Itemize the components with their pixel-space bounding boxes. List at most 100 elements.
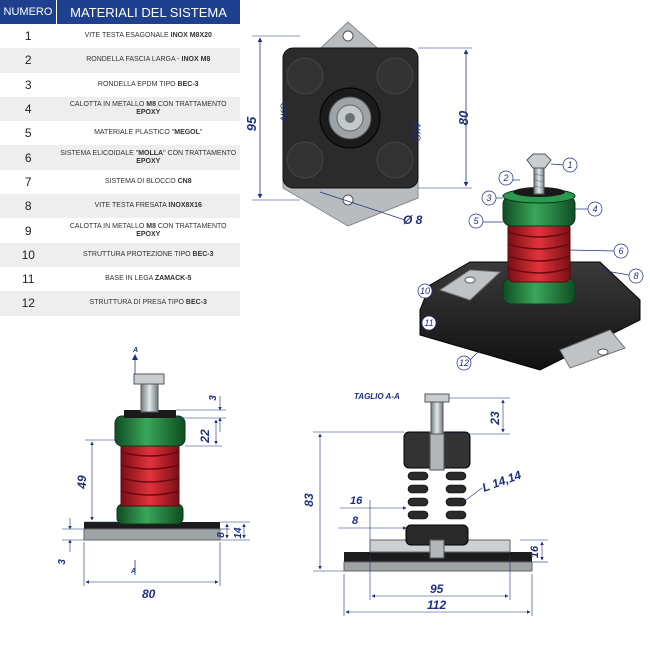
row-description: SISTEMA ELICOIDALE "MOLLA" CON TRATTAMEN… — [56, 145, 240, 170]
dim-width-80: 80 — [142, 587, 156, 601]
desc-bold: BEC-3 — [177, 80, 199, 88]
table-row: 12 STRUTTURA DI PRESA TIPO BEC-3 — [0, 291, 240, 316]
dim-total-83: 83 — [302, 493, 316, 507]
section-view: TAGLIO A-A — [302, 392, 548, 616]
top-view: AKO AKO 95 80 Ø 8 — [244, 21, 472, 227]
desc-bold: M8 — [146, 101, 156, 109]
row-description: STRUTTURA PROTEZIONE TIPO BEC-3 — [56, 242, 240, 267]
table-row: 1 VITE TESTA ESAGONALE INOX M8X20 — [0, 24, 240, 48]
section-mark-top: A — [132, 347, 138, 354]
desc-bold: INOX M8 — [181, 56, 211, 64]
row-description: VITE TESTA FRESATA INOX8X16 — [56, 194, 240, 219]
desc-tail: CON TRATTAMENTO — [155, 101, 227, 109]
row-number: 7 — [24, 174, 32, 189]
desc-line2: EPOXY — [136, 109, 161, 117]
desc-text: RONDELLA EPDM TIPO — [97, 80, 178, 88]
callout-6: 6 — [618, 246, 623, 256]
desc-bold: MEGOL — [174, 129, 200, 137]
section-mark-bottom: A — [130, 568, 136, 575]
callout-12: 12 — [459, 358, 469, 368]
row-description: RONDELLA EPDM TIPO BEC-3 — [57, 73, 241, 97]
header-number: NUMERO — [0, 0, 57, 24]
dim-base-left-3: 3 — [57, 559, 68, 565]
callout-1: 1 — [567, 160, 572, 170]
row-number: 8 — [0, 194, 57, 219]
row-number: 12 — [0, 291, 57, 316]
row-number: 10 — [0, 242, 57, 267]
table-header-row: NUMERO MATERIALI DEL SISTEMA — [0, 0, 240, 24]
section-title: TAGLIO A-A — [354, 392, 400, 401]
row-description: MATERIALE PLASTICO "MEGOL" — [57, 121, 241, 145]
row-description: SISTEMA DI BLOCCO CN8 — [57, 170, 241, 194]
row-number: 5 — [24, 126, 32, 141]
desc-bold: ZAMACK-5 — [154, 275, 192, 283]
dim-8-left: 8 — [352, 515, 359, 527]
dim-base-8: 8 — [216, 532, 227, 538]
callout-8: 8 — [633, 271, 638, 281]
desc-bold: MOLLA — [138, 149, 164, 157]
desc-line2: EPOXY — [136, 230, 161, 238]
desc-text: STRUTTURA DI PRESA TIPO — [89, 299, 186, 307]
mount-hole-top — [342, 30, 354, 42]
row-number: 3 — [24, 77, 32, 92]
dim-hole-8: Ø 8 — [403, 213, 423, 227]
desc-text: RONDELLA FASCIA LARGA - — [86, 56, 182, 64]
dim-cap-22: 22 — [198, 429, 212, 444]
callout-markers — [417, 157, 644, 371]
callout-2: 2 — [502, 173, 508, 183]
dim-top-3: 3 — [208, 395, 219, 401]
dim-spring-length: L 14,14 — [480, 468, 523, 495]
callout-5: 5 — [473, 216, 479, 226]
row-number: 2 — [0, 48, 57, 73]
desc-text: SISTEMA DI BLOCCO — [104, 177, 178, 185]
callout-10: 10 — [420, 286, 430, 296]
desc-bold: INOX M8X20 — [170, 32, 212, 40]
desc-text: BASE IN LEGA — [105, 275, 155, 283]
dim-spring-49: 49 — [75, 475, 89, 490]
desc-bold: M8 — [146, 222, 156, 230]
row-description: RONDELLA FASCIA LARGA - INOX M8 — [56, 48, 240, 73]
row-number: 9 — [24, 223, 32, 238]
desc-line2: EPOXY — [136, 157, 161, 165]
desc-text: VITE TESTA ESAGONALE — [84, 32, 171, 40]
desc-tail: " — [199, 129, 203, 137]
row-description: VITE TESTA ESAGONALE INOX M8X20 — [57, 24, 241, 48]
dim-112: 112 — [427, 598, 446, 612]
dim-16-left: 16 — [350, 495, 363, 507]
header-materials: MATERIALI DEL SISTEMA — [56, 0, 240, 24]
callout-11: 11 — [424, 318, 433, 328]
callout-4: 4 — [592, 204, 597, 214]
row-number: 4 — [0, 96, 57, 122]
desc-bold: BEC-3 — [185, 299, 207, 307]
desc-text: CALOTTA IN METALLO — [69, 222, 147, 230]
row-number: 1 — [24, 29, 32, 44]
desc-text: STRUTTURA PROTEZIONE TIPO — [82, 250, 193, 258]
row-number: 11 — [22, 272, 35, 287]
dim-base-16: 16 — [529, 545, 541, 558]
desc-text: MATERIALE PLASTICO " — [94, 129, 175, 137]
table-row: 11 BASE IN LEGA ZAMACK-5 — [0, 267, 240, 291]
dim-base-80: 80 — [456, 110, 471, 125]
plate-label-left: AKO — [279, 103, 289, 123]
desc-bold: CN8 — [177, 177, 192, 185]
mount-hole-bottom — [342, 194, 354, 206]
desc-text: VITE TESTA FRESATA — [94, 202, 169, 210]
desc-bold: BEC-3 — [192, 250, 214, 258]
dim-bolt-23: 23 — [488, 411, 502, 426]
dim-height-95: 95 — [244, 116, 259, 131]
desc-tail: CON TRATTAMENTO — [155, 222, 227, 230]
desc-text: CALOTTA IN METALLO — [69, 101, 147, 109]
desc-tail: " CON TRATTAMENTO — [163, 149, 237, 157]
side-view: A A — [57, 347, 250, 601]
dim-95: 95 — [430, 582, 444, 596]
